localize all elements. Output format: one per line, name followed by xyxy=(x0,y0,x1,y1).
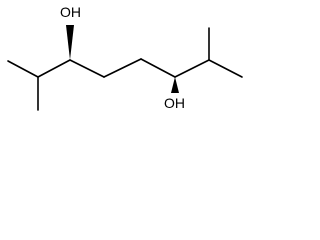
wedge-bond-right-oh xyxy=(171,77,179,93)
bond-isopropyl-to-carbinol-left xyxy=(37,59,71,78)
atom-label-oh-left: OH xyxy=(60,4,81,20)
bond-chain-1 xyxy=(69,59,105,78)
bond-methyl-left-top xyxy=(7,60,39,78)
wedge-bond-left-oh xyxy=(66,25,74,60)
bond-methyl-right-bottom xyxy=(208,59,243,78)
bond-carbinol-right-to-isopropyl xyxy=(174,59,210,78)
atom-label-oh-right: OH xyxy=(164,95,185,111)
bond-chain-2 xyxy=(103,58,142,78)
skeletal-structure-diagram: OH OH xyxy=(7,4,243,111)
bond-chain-3 xyxy=(140,58,176,78)
